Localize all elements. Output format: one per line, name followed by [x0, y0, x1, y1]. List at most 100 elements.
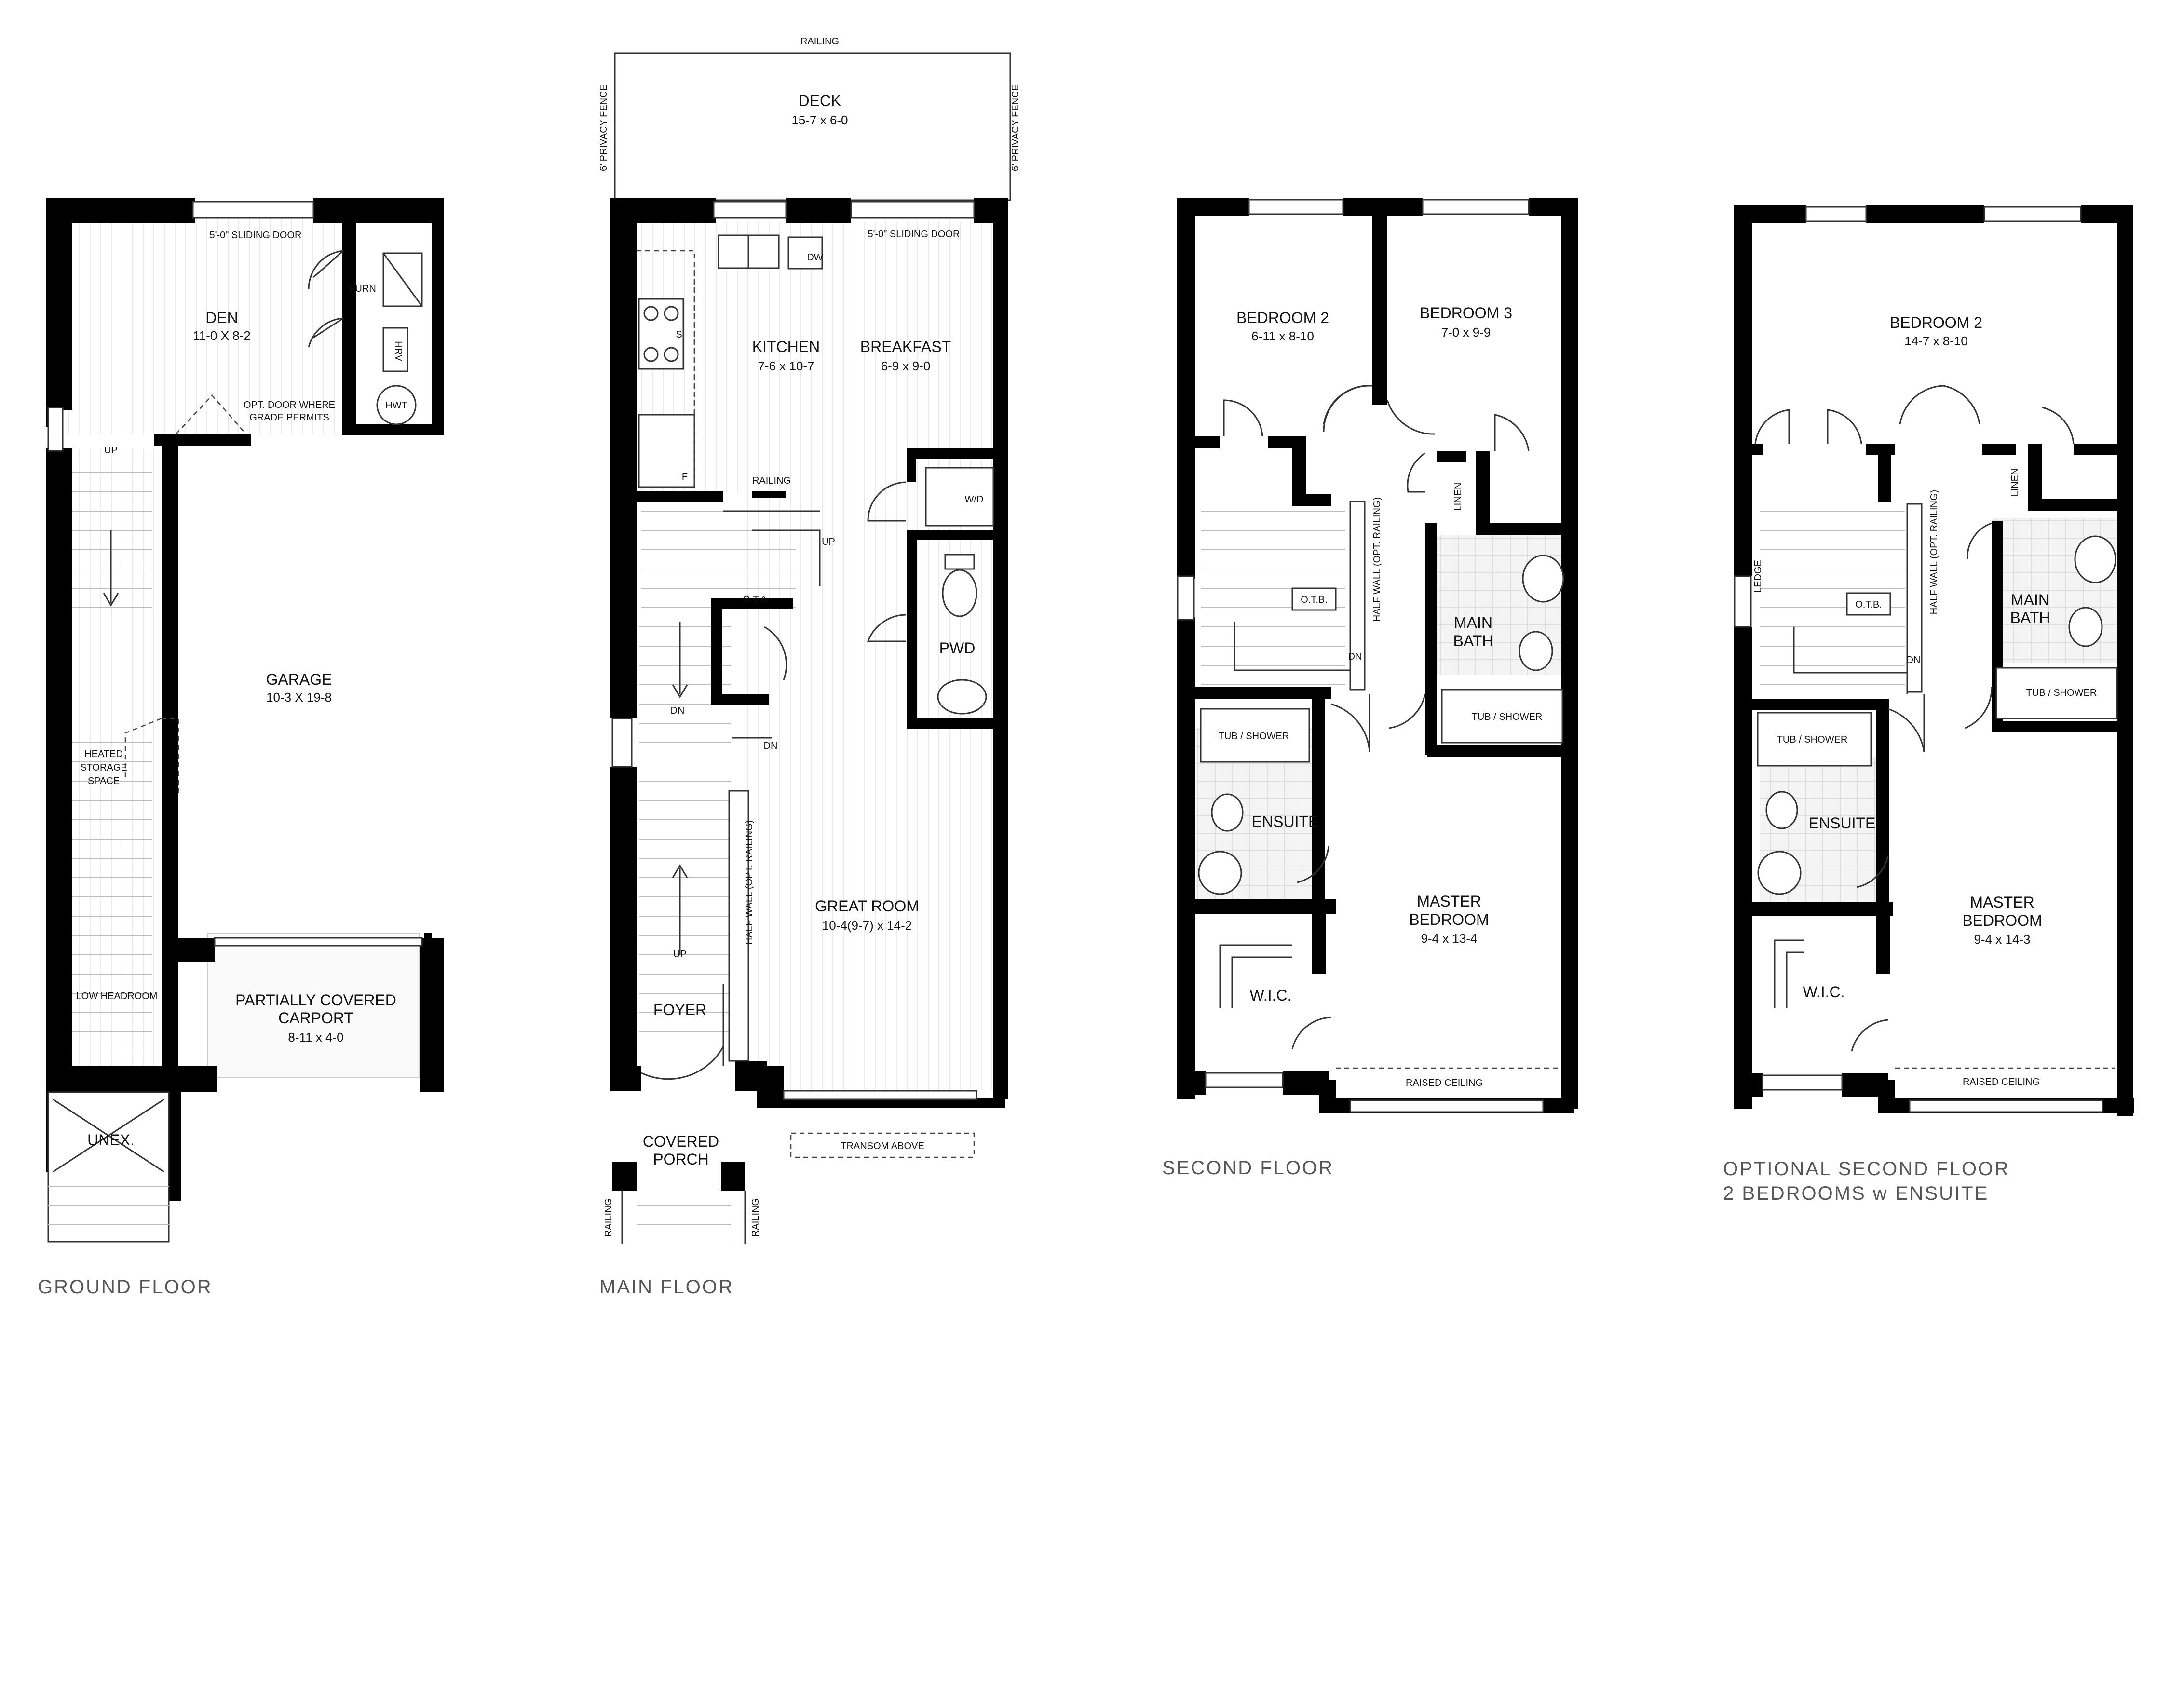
opt-master-window	[1909, 1099, 2103, 1113]
opt-ensuite-tub-label: TUB / SHOWER	[1777, 734, 1848, 745]
mech-room-door	[308, 250, 344, 348]
optional-door	[176, 394, 246, 434]
stair-dn-arrow	[672, 622, 688, 698]
optional-floor-walls	[1734, 205, 2134, 1116]
opt-stair-window	[1734, 575, 1752, 628]
fridge	[638, 414, 695, 488]
half-wall-2	[1349, 501, 1366, 691]
bedroom3-label: BEDROOM 3	[1420, 304, 1512, 322]
great-room-dims: 10-4(9-7) x 14-2	[822, 918, 912, 933]
stair-up-label: UP	[673, 949, 687, 960]
dw-label: DW	[807, 252, 823, 263]
hwt	[376, 385, 417, 425]
opt-main-bath-toilet	[2074, 535, 2116, 583]
transom-outline	[790, 1132, 975, 1158]
opt-otb-box	[1846, 592, 1891, 616]
opt-bedroom2-dims: 14-7 x 8-10	[1904, 334, 1968, 348]
ground-floor-plan: 5'-0" SLIDING DOOR DEN 11-0 X 8-2 FURN H…	[38, 198, 444, 1298]
entry-door	[641, 984, 724, 1080]
breakfast-sliding-door	[850, 201, 975, 219]
main-floor-walls	[610, 198, 1008, 1191]
heated-storage-label-3: SPACE	[88, 776, 120, 786]
privacy-fence-right: 6' PRIVACY FENCE	[1010, 84, 1021, 171]
opt-master-label-2: BEDROOM	[1962, 912, 2042, 929]
opt-door-label-2: GRADE PERMITS	[249, 412, 329, 423]
den-dims: 11-0 X 8-2	[193, 328, 250, 343]
main-bath-wc	[1519, 631, 1553, 671]
bedroom2-label: BEDROOM 2	[1236, 309, 1329, 326]
main-bath-tub-label: TUB / SHOWER	[1472, 712, 1543, 722]
stair-treads	[65, 733, 152, 1051]
deck-dims: 15-7 x 6-0	[791, 113, 848, 127]
optional-second-floor-plan: BEDROOM 2 14-7 x 8-10 LINEN LEDGE O.T.B.…	[1723, 205, 2134, 1204]
privacy-fence-left: 6' PRIVACY FENCE	[598, 84, 609, 171]
garage-dims: 10-3 X 19-8	[266, 690, 332, 705]
raised-ceiling-label: RAISED CEILING	[1406, 1078, 1483, 1088]
deck-railing-label: RAILING	[800, 36, 839, 47]
foyer-label: FOYER	[653, 1001, 706, 1018]
opt-ledge-label: LEDGE	[1753, 560, 1763, 593]
opt-bedroom2-label: BEDROOM 2	[1890, 314, 1982, 331]
half-wall-3	[1906, 503, 1923, 693]
opt-main-bath-label: MAIN	[2011, 591, 2049, 609]
den-label: DEN	[205, 309, 238, 326]
stove	[638, 298, 684, 370]
porch-label-2: PORCH	[653, 1151, 709, 1168]
storage-door	[124, 718, 179, 796]
kitchen-dims: 7-6 x 10-7	[758, 359, 814, 373]
den-floor	[57, 217, 341, 434]
optional-floor-caption-2: 2 BEDROOMS w ENSUITE	[1723, 1183, 1989, 1204]
ensuite-sink	[1198, 851, 1242, 895]
main-bath-tub	[1441, 689, 1563, 744]
ground-floor-caption: GROUND FLOOR	[38, 1276, 213, 1298]
opt-raised-ceiling-label: RAISED CEILING	[1963, 1077, 2040, 1087]
wic-window	[1205, 1072, 1284, 1088]
transom-label: TRANSOM ABOVE	[841, 1141, 924, 1152]
main-bath-toilet	[1522, 555, 1564, 603]
hrv	[382, 327, 408, 372]
bedroom2-window	[1248, 199, 1344, 215]
carport-dims: 8-11 x 4-0	[288, 1030, 343, 1044]
ota-label: O.T.A.	[743, 595, 770, 605]
washer-dryer	[925, 467, 994, 527]
linen-label: LINEN	[1453, 483, 1464, 511]
main-dn-label: DN	[671, 705, 685, 716]
great-room-window	[783, 1090, 977, 1100]
opt-otb-label: O.T.B.	[1855, 599, 1882, 610]
main-sliding-door-label: 5'-0" SLIDING DOOR	[868, 229, 960, 240]
fridge-label: F	[682, 472, 688, 482]
otb-label: O.T.B.	[1301, 595, 1328, 605]
opt-main-tub-label: TUB / SHOWER	[2026, 688, 2097, 698]
half-wall-label-2: HALF WALL (OPT. RAILING)	[1372, 497, 1383, 622]
hrv-label: HRV	[393, 341, 404, 362]
main-dn-label-2: DN	[764, 741, 778, 751]
opt-ensuite-toilet	[1765, 791, 1798, 829]
den-sliding-door-label: 5'-0" SLIDING DOOR	[210, 230, 302, 241]
side-window	[47, 407, 64, 452]
deck-label: DECK	[799, 92, 841, 109]
opt-bedroom-window-1	[1805, 206, 1867, 222]
wic-shelving	[1219, 944, 1292, 1008]
porch-steps	[637, 1191, 731, 1244]
master-dims: 9-4 x 13-4	[1421, 931, 1477, 946]
stair-treads	[65, 463, 152, 608]
master-window	[1349, 1099, 1544, 1113]
ensuite-toilet	[1211, 793, 1244, 832]
otb-box	[1291, 587, 1337, 611]
opt-master-dims: 9-4 x 14-3	[1974, 932, 2030, 947]
den-sliding-door	[192, 201, 314, 219]
pwd-sink	[937, 679, 987, 715]
breakfast-dims: 6-9 x 9-0	[881, 359, 931, 373]
bedroom2-dims: 6-11 x 8-10	[1251, 329, 1314, 343]
opt-ensuite-sink	[1757, 851, 1802, 895]
up-label: UP	[104, 445, 118, 456]
main-floor-plan: RAILING 6' PRIVACY FENCE 6' PRIVACY FENC…	[598, 36, 1021, 1298]
carport-label: PARTIALLY COVERED	[235, 991, 396, 1009]
side-window-main	[611, 718, 633, 768]
main-bath-label: MAIN	[1454, 614, 1492, 631]
great-room-label: GREAT ROOM	[815, 897, 919, 915]
main-floor-caption: MAIN FLOOR	[599, 1276, 734, 1298]
garage-label: GARAGE	[266, 671, 332, 688]
opt-main-bath-wc	[2068, 607, 2103, 647]
